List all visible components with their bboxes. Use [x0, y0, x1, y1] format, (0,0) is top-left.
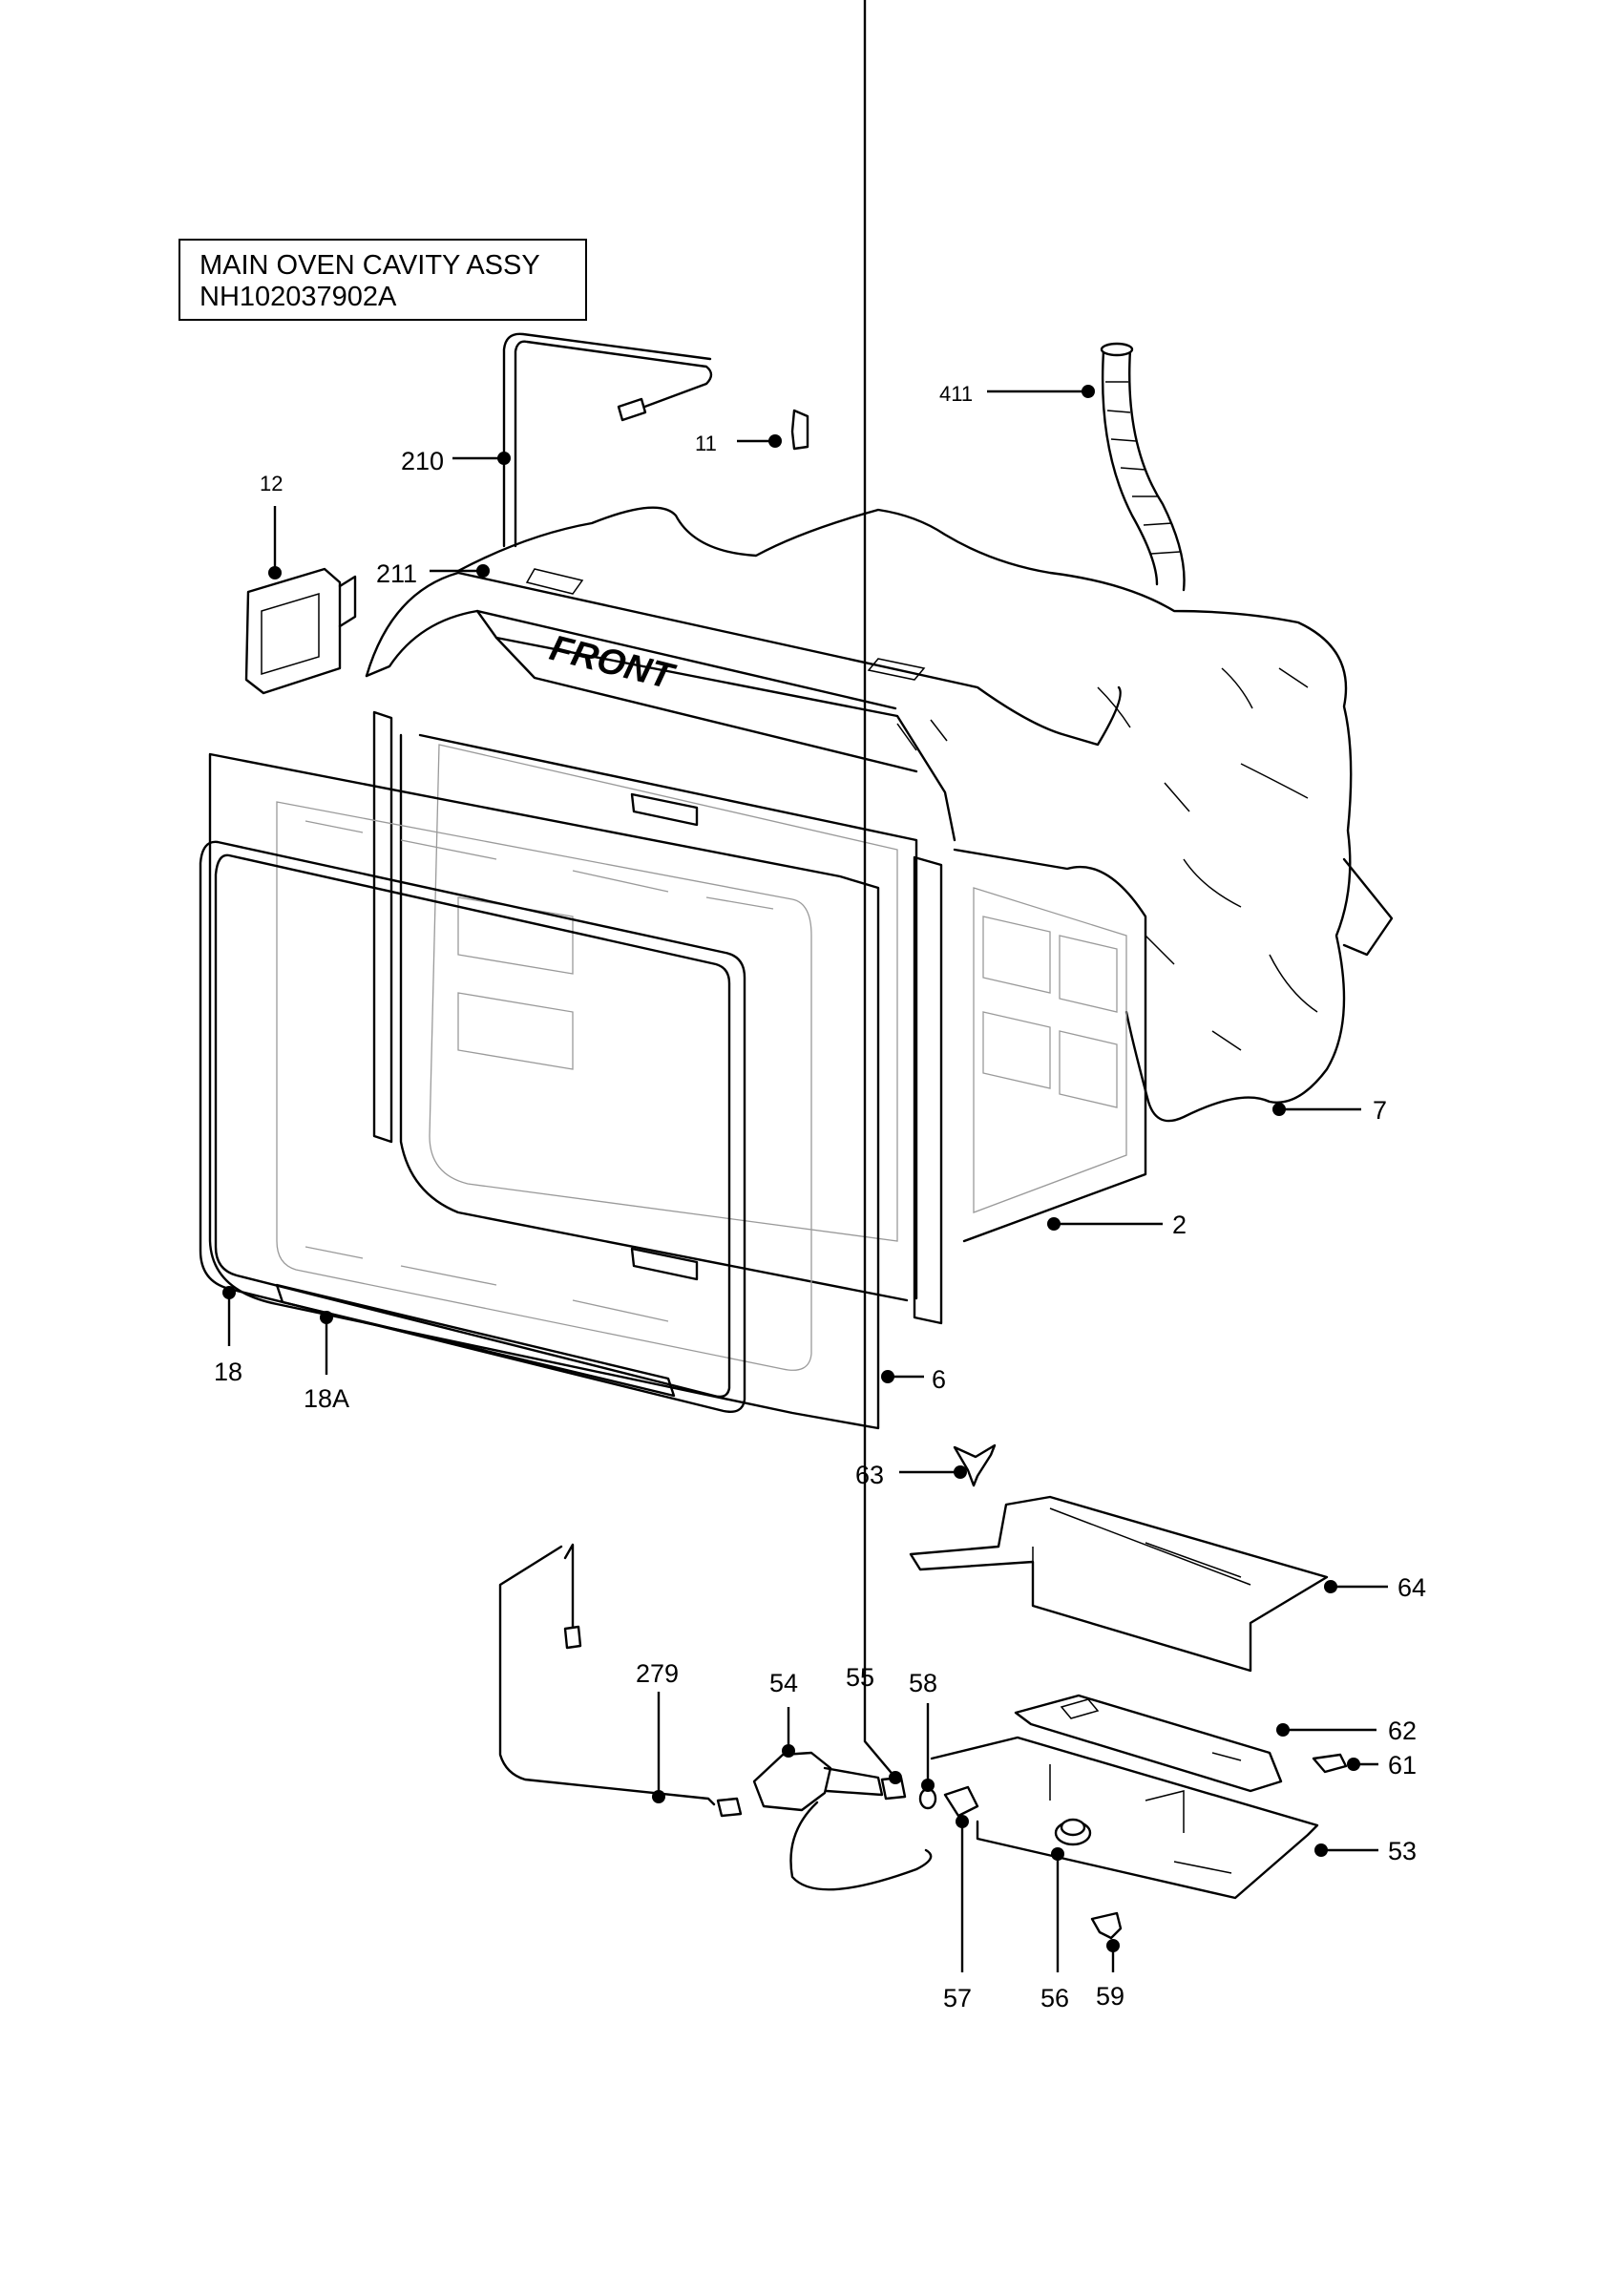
part-279-sensor-wire	[498, 1543, 743, 1818]
part-61-clip	[1312, 1753, 1348, 1774]
part-18A-strip	[275, 1283, 676, 1398]
callout-210: 210	[401, 447, 444, 475]
callout-59: 59	[1096, 1982, 1124, 2011]
callout-411: 411	[939, 382, 973, 406]
part-64-bracket	[909, 1495, 1329, 1673]
callout-279: 279	[636, 1659, 679, 1688]
callout-61: 61	[1388, 1751, 1417, 1780]
part-62-plate	[1014, 1694, 1283, 1793]
callout-56: 56	[1040, 1984, 1069, 2012]
part-12-lamp	[244, 567, 357, 695]
callout-6: 6	[932, 1365, 946, 1394]
callout-leaders	[222, 0, 1388, 1972]
part-54-gas-valve	[752, 1751, 933, 1891]
callout-57: 57	[943, 1984, 972, 2012]
part-2-cavity	[372, 710, 1147, 1325]
part-59-clip	[1090, 1911, 1123, 1940]
callout-55: 55	[846, 1663, 874, 1692]
part-18-door-seal	[199, 840, 746, 1413]
callout-64: 64	[1397, 1573, 1426, 1602]
part-57-elbow	[943, 1785, 979, 1818]
part-210-wire	[502, 332, 713, 548]
callout-18A: 18A	[304, 1384, 349, 1413]
callout-labels: 210 11 411 12 211 7 2 18 18A 6 63 64 279…	[214, 382, 1426, 2012]
callout-18: 18	[214, 1358, 242, 1386]
part-6-front-frame	[208, 752, 880, 1430]
callout-54: 54	[769, 1669, 798, 1697]
part-53-base-tray	[930, 1736, 1319, 1900]
part-411-hose	[1100, 342, 1186, 592]
callout-62: 62	[1388, 1717, 1417, 1745]
callout-58: 58	[909, 1669, 937, 1697]
part-11-clip	[790, 409, 809, 451]
callout-12: 12	[260, 472, 283, 495]
callout-63: 63	[855, 1461, 884, 1489]
assembly-title-box: MAIN OVEN CAVITY ASSY NH102037902A	[179, 239, 587, 321]
part-63-clip	[953, 1443, 997, 1487]
assembly-name: MAIN OVEN CAVITY ASSY	[200, 250, 540, 281]
part-211-shroud	[365, 568, 1122, 842]
callout-211: 211	[376, 559, 417, 588]
callout-7: 7	[1373, 1096, 1387, 1125]
callout-11: 11	[695, 432, 717, 455]
assembly-part-number: NH102037902A	[200, 282, 397, 312]
callout-2: 2	[1172, 1211, 1187, 1239]
part-56-burner-cap	[1054, 1818, 1092, 1846]
part-7-insulation	[456, 506, 1394, 1123]
front-marking: FRONT	[546, 628, 680, 698]
callout-53: 53	[1388, 1837, 1417, 1865]
